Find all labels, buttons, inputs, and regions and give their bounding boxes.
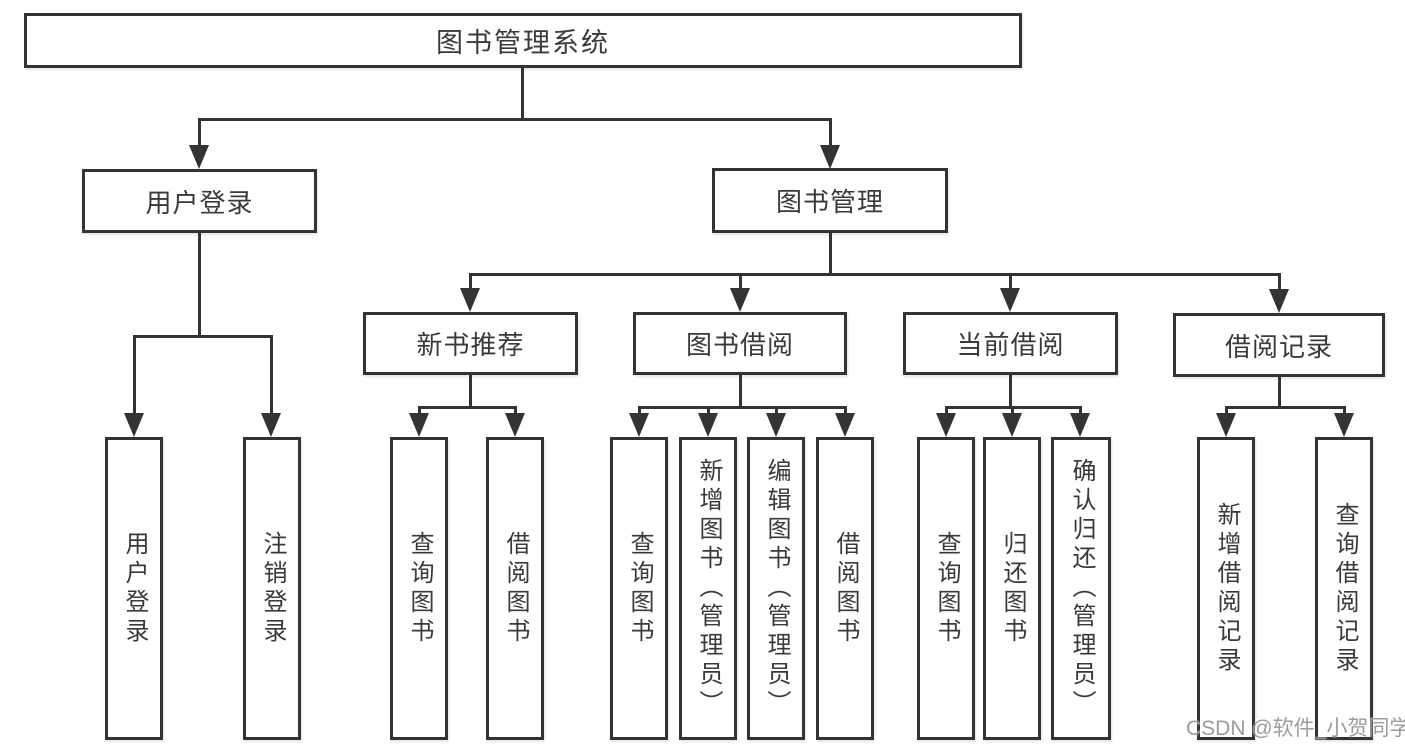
leaf-query-book-1: 查询图书	[390, 437, 448, 740]
connector-drop-level3	[1278, 273, 1281, 289]
connector-drop-leaf	[638, 406, 641, 414]
leaf-return-book: 归还图书	[983, 437, 1041, 740]
leaf-user-login-label: 用户登录	[121, 530, 148, 647]
connector-drop-leaf	[844, 406, 847, 414]
connector-drop-leaf	[1011, 406, 1014, 414]
arrow-down-icon	[629, 413, 649, 437]
connector-drop-leaf	[418, 406, 421, 414]
arrow-down-icon	[936, 413, 956, 437]
leaf-confirm-return-admin: 确认归还（管理员）	[1051, 437, 1111, 740]
connector-book-borrow-split	[638, 406, 847, 409]
leaf-query-book-2-label: 查询图书	[626, 530, 653, 647]
connector-book-management-split	[469, 273, 1281, 276]
connector-root-stem	[521, 68, 524, 118]
leaf-user-login: 用户登录	[105, 437, 163, 740]
arrow-down-icon	[1269, 289, 1289, 313]
connector-drop-level3	[739, 273, 742, 289]
node-new-book-recommend-label: 新书推荐	[416, 330, 525, 360]
connector-borrow-records-stem	[1278, 377, 1281, 406]
connector-drop-user-login	[198, 118, 201, 146]
node-book-management-label: 图书管理	[775, 187, 884, 217]
leaf-borrow-book-1-label: 借阅图书	[502, 530, 529, 647]
leaf-query-borrow-record-label: 查询借阅记录	[1331, 501, 1358, 676]
arrow-down-icon	[730, 288, 750, 312]
leaf-return-book-label: 归还图书	[999, 530, 1026, 647]
leaf-confirm-return-admin-label: 确认归还（管理员）	[1068, 458, 1095, 719]
leaf-query-book-3: 查询图书	[917, 437, 975, 740]
connector-user-login-split	[133, 335, 273, 338]
arrow-down-icon	[766, 413, 786, 437]
connector-book-borrow-stem	[739, 375, 742, 406]
arrow-down-icon	[1216, 413, 1236, 437]
node-borrow-records-label: 借阅记录	[1224, 331, 1333, 362]
arrow-down-icon	[820, 145, 840, 169]
node-root: 图书管理系统	[24, 13, 1022, 68]
connector-drop-leaf	[514, 406, 517, 414]
leaf-borrow-book-2-label: 借阅图书	[832, 530, 859, 647]
node-book-borrow: 图书借阅	[633, 312, 847, 375]
node-book-borrow-label: 图书借阅	[685, 330, 794, 360]
leaf-query-book-1-label: 查询图书	[406, 530, 433, 647]
leaf-logout-label: 注销登录	[259, 530, 286, 647]
connector-new-book-stem	[469, 375, 472, 406]
connector-drop-leaf	[707, 406, 710, 414]
node-borrow-records: 借阅记录	[1173, 313, 1385, 377]
node-user-login: 用户登录	[82, 169, 317, 233]
leaf-add-book-admin: 新增图书（管理员）	[679, 437, 737, 740]
connector-book-management-stem	[829, 233, 832, 273]
leaf-logout: 注销登录	[243, 437, 301, 740]
leaf-borrow-book-1: 借阅图书	[486, 437, 544, 740]
connector-drop-leaf	[945, 406, 948, 414]
connector-drop-leaf	[1343, 406, 1346, 414]
arrow-down-icon	[261, 413, 281, 437]
node-book-management: 图书管理	[712, 168, 948, 233]
connector-drop-leaf	[133, 335, 136, 413]
arrow-down-icon	[409, 413, 429, 437]
connector-drop-leaf	[1079, 406, 1082, 414]
arrow-down-icon	[1334, 413, 1354, 437]
connector-current-borrow-stem	[1009, 375, 1012, 406]
connector-user-login-stem	[198, 233, 201, 335]
connector-drop-leaf	[270, 335, 273, 413]
arrow-down-icon	[505, 413, 525, 437]
connector-root-split	[198, 118, 831, 121]
node-root-label: 图书管理系统	[436, 28, 610, 58]
arrow-down-icon	[189, 145, 209, 169]
node-new-book-recommend: 新书推荐	[363, 312, 578, 375]
connector-borrow-records-split	[1225, 406, 1346, 409]
connector-drop-leaf	[775, 406, 778, 414]
connector-drop-level3	[469, 273, 472, 289]
node-current-borrow-label: 当前借阅	[956, 330, 1065, 360]
leaf-add-borrow-record: 新增借阅记录	[1197, 437, 1255, 740]
arrow-down-icon	[1002, 413, 1022, 437]
arrow-down-icon	[460, 288, 480, 312]
arrow-down-icon	[1070, 413, 1090, 437]
csdn-watermark: CSDN @软件_小贺同学	[1186, 717, 1405, 740]
node-current-borrow: 当前借阅	[903, 312, 1118, 375]
leaf-add-book-admin-label: 新增图书（管理员）	[695, 458, 722, 719]
leaf-query-book-2: 查询图书	[610, 437, 668, 740]
connector-drop-leaf	[1225, 406, 1228, 414]
leaf-add-borrow-record-label: 新增借阅记录	[1213, 501, 1240, 676]
arrow-down-icon	[124, 413, 144, 437]
leaf-query-book-3-label: 查询图书	[933, 530, 960, 647]
leaf-borrow-book-2: 借阅图书	[816, 437, 874, 740]
connector-drop-level3	[1009, 273, 1012, 289]
connector-new-book-split	[418, 406, 517, 409]
node-user-login-label: 用户登录	[145, 187, 254, 218]
leaf-edit-book-admin-label: 编辑图书（管理员）	[763, 458, 790, 719]
arrow-down-icon	[698, 413, 718, 437]
connector-drop-book-management	[829, 118, 832, 146]
leaf-query-borrow-record: 查询借阅记录	[1315, 437, 1373, 740]
leaf-edit-book-admin: 编辑图书（管理员）	[747, 437, 805, 740]
arrow-down-icon	[1000, 288, 1020, 312]
arrow-down-icon	[835, 413, 855, 437]
